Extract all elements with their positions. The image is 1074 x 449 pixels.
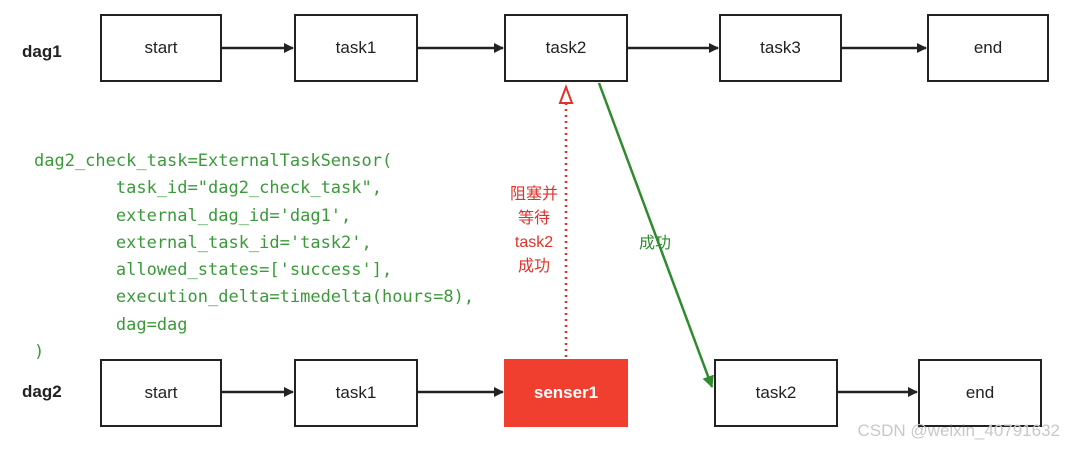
dag2-node-task1: task1: [294, 359, 418, 427]
block-note-line: task2: [514, 234, 554, 251]
block-note-line: 等待: [517, 210, 550, 227]
dag2-label: dag2: [22, 382, 62, 401]
code-line: dag2_check_task=ExternalTaskSensor(: [34, 151, 393, 171]
edge-senser1-arrowhead: [558, 84, 574, 104]
dag1-node-task2: task2: [504, 14, 628, 82]
code-line: allowed_states=['success'],: [34, 260, 393, 281]
dag1-node-start: start: [100, 14, 222, 82]
code-line: task_id="dag2_check_task",: [34, 178, 382, 199]
watermark: CSDN @weixin_40791632: [857, 421, 1060, 440]
dag1-node-task1: task1: [294, 14, 418, 82]
sensor-code-snippet: dag2_check_task=ExternalTaskSensor( task…: [34, 148, 474, 366]
dag2-node-end: end: [918, 359, 1042, 427]
block-note-line: 阻塞并: [509, 186, 558, 203]
code-line: dag=dag: [34, 314, 188, 335]
code-line: ): [34, 342, 45, 363]
dag1-label: dag1: [22, 42, 62, 61]
edge-success-dag1-task2-dag2-task2: [597, 82, 714, 388]
block-wait-note: 阻塞并 等待 task2 成功: [500, 183, 568, 279]
success-note: 成功: [639, 235, 672, 252]
dag1-node-end: end: [927, 14, 1049, 82]
dag2-node-senser1: senser1: [504, 359, 628, 427]
dag2-node-task2: task2: [714, 359, 838, 427]
block-note-line: 成功: [517, 258, 550, 275]
code-line: execution_delta=timedelta(hours=8),: [34, 287, 475, 308]
code-line: external_task_id='task2',: [34, 232, 372, 253]
dag2-node-start: start: [100, 359, 222, 427]
dag1-node-task3: task3: [719, 14, 842, 82]
code-line: external_dag_id='dag1',: [34, 205, 352, 226]
